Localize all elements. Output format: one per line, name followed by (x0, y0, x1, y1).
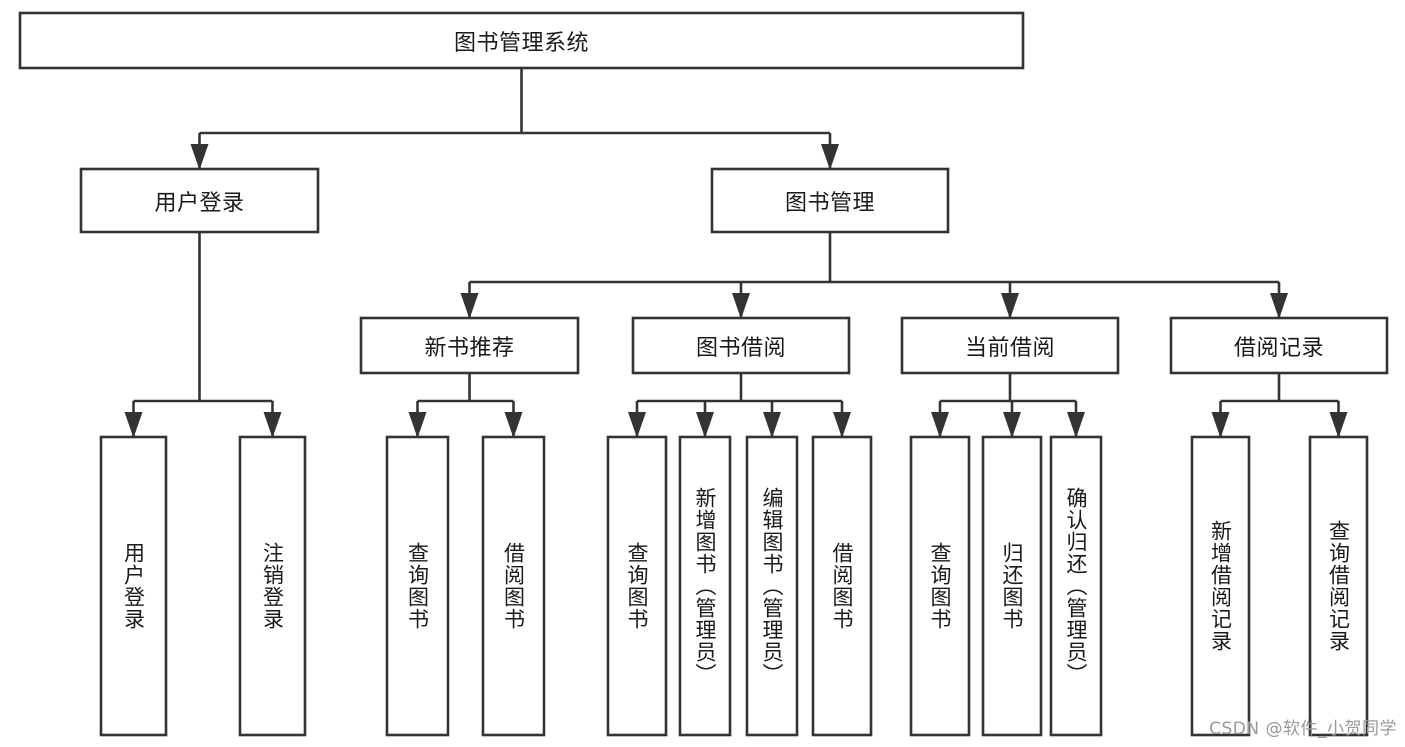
arrow-head-user-login (190, 144, 209, 170)
node-box-borrow-record[interactable] (1169, 316, 1389, 375)
arrow-head-leaf-return-book (1003, 412, 1021, 438)
arrow-head-leaf-add-record (1211, 412, 1230, 438)
node-box-leaf-edit-book[interactable] (745, 435, 799, 737)
arrow-head-leaf-query-book-a (408, 412, 427, 438)
arrow-head-current-borrow (1001, 293, 1019, 319)
node-box-user-login[interactable] (79, 167, 320, 234)
node-box-leaf-return-book[interactable] (981, 435, 1043, 737)
node-box-leaf-borrow-book-a[interactable] (481, 435, 546, 737)
node-box-new-book-recommend[interactable] (359, 316, 580, 375)
node-box-current-borrow[interactable] (900, 316, 1120, 375)
arrow-head-borrow-record (1270, 293, 1288, 319)
arrow-head-leaf-edit-book (763, 412, 781, 438)
node-box-leaf-add-book[interactable] (678, 435, 732, 737)
arrow-head-leaf-borrow-book-b (833, 412, 851, 438)
arrow-head-leaf-borrow-book-a (504, 412, 523, 438)
arrow-head-new-book-recommend (460, 293, 479, 319)
node-box-leaf-query-book-a[interactable] (385, 435, 450, 737)
arrow-head-leaf-query-book-c (931, 412, 949, 438)
arrow-head-leaf-confirm-return (1067, 412, 1085, 438)
arrow-head-leaf-add-book (696, 412, 714, 438)
node-box-leaf-user-login[interactable] (99, 435, 168, 737)
node-box-root[interactable] (18, 11, 1025, 70)
arrow-head-leaf-user-login (124, 412, 143, 438)
node-box-book-manage[interactable] (710, 167, 950, 234)
node-box-leaf-borrow-book-b[interactable] (811, 435, 873, 737)
node-box-leaf-add-record[interactable] (1190, 435, 1251, 737)
arrow-head-book-manage (821, 144, 839, 170)
node-box-leaf-logout[interactable] (238, 435, 307, 737)
connectors-layer (124, 68, 1348, 438)
node-box-leaf-query-record[interactable] (1308, 435, 1369, 737)
node-box-leaf-confirm-return[interactable] (1049, 435, 1103, 737)
arrow-head-leaf-query-record (1329, 412, 1348, 438)
node-boxes-layer (18, 11, 1389, 737)
arrow-head-book-borrow (732, 293, 750, 319)
arrow-head-leaf-query-book-b (628, 412, 646, 438)
node-box-leaf-query-book-c[interactable] (909, 435, 971, 737)
node-box-book-borrow[interactable] (631, 316, 851, 375)
arrow-head-leaf-logout (263, 412, 282, 438)
node-box-leaf-query-book-b[interactable] (606, 435, 668, 737)
